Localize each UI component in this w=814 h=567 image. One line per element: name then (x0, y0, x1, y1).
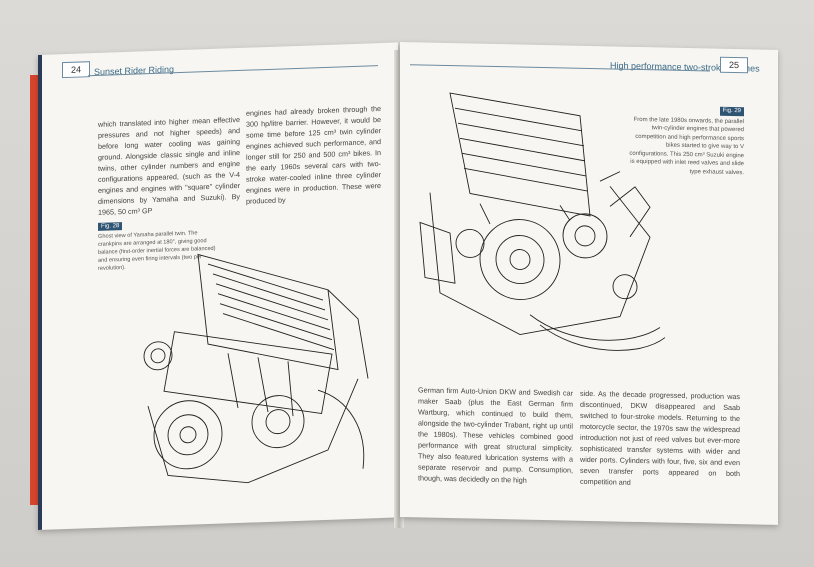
engine-illustration-left (143, 253, 369, 484)
left-page: 24 Sunset Rider Riding which translated … (38, 42, 398, 530)
page-number-left: 24 (62, 61, 90, 79)
engine-illustration-right (419, 92, 666, 351)
right-text-column-1: German firm Auto-Union DKW and Swedish c… (418, 385, 573, 485)
right-text-column-2: side. As the decade progressed, producti… (580, 388, 740, 487)
right-page: High performance two-stroke engines 25 F… (400, 42, 778, 525)
book-gutter (394, 50, 404, 528)
fig-29-label: Fig. 29 (719, 106, 744, 116)
page-edge-stripe (38, 54, 42, 530)
page-number-right: 25 (720, 56, 748, 74)
red-cover-edge (30, 75, 38, 505)
left-text-column-2: engines had already broken through the 3… (246, 104, 381, 206)
fig-28-label: Fig. 28 (98, 222, 123, 231)
left-text-column-1: which translated into higher mean effect… (98, 114, 240, 217)
open-book: 24 Sunset Rider Riding which translated … (30, 30, 785, 530)
